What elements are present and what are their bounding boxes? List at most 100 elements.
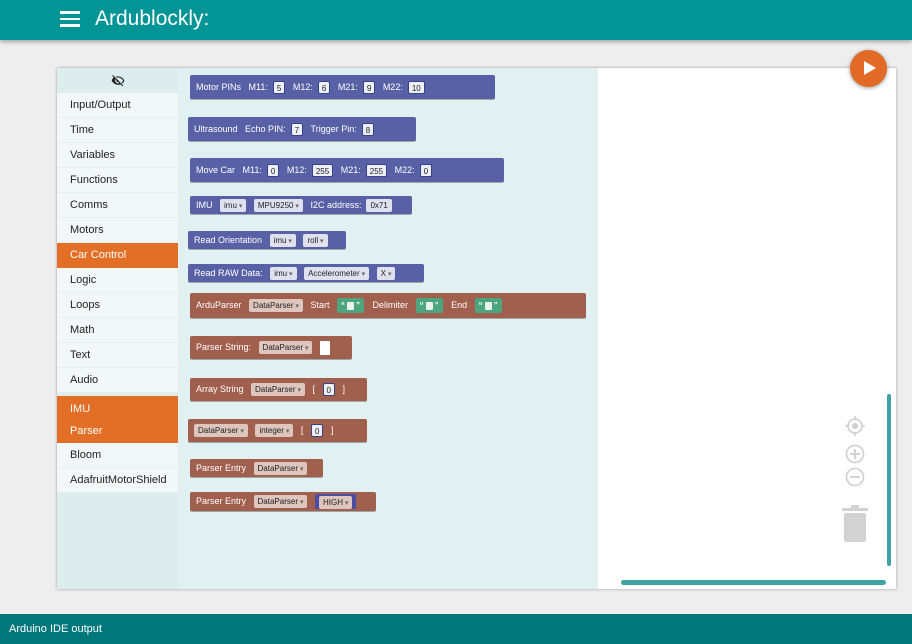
trash-icon[interactable]	[840, 505, 870, 543]
dropdown-field[interactable]: DataParser	[251, 383, 305, 397]
block-label: ArduParser	[196, 300, 242, 310]
dropdown-field[interactable]: DataParser	[253, 495, 308, 509]
dropdown-field[interactable]: X	[376, 267, 396, 281]
number-field[interactable]: 7	[290, 123, 304, 137]
block-label: Parser Entry	[196, 496, 247, 506]
number-field[interactable]: 0	[419, 164, 433, 178]
number-field[interactable]: 10	[407, 81, 425, 95]
number-field[interactable]: 255	[311, 164, 334, 178]
dropdown-field[interactable]: DataParser	[253, 462, 308, 476]
block-label: M21:	[340, 165, 361, 175]
toolbox-category[interactable]: Time	[57, 118, 178, 143]
number-field[interactable]: 9	[362, 81, 376, 95]
text-field[interactable]: 0x71	[366, 199, 392, 213]
number-field[interactable]: 255	[365, 164, 388, 178]
block-label: Move Car	[196, 165, 236, 175]
text-string-block[interactable]: “”	[474, 298, 502, 314]
block-label: Read RAW Data:	[194, 268, 263, 278]
zoom-in-icon[interactable]	[845, 444, 865, 464]
workspace-canvas[interactable]	[598, 68, 896, 589]
text-string-block[interactable]: “”	[337, 298, 365, 314]
block-label: Parser Entry	[196, 463, 247, 473]
toolbox-category[interactable]: Functions	[57, 168, 178, 193]
read-orientation-block[interactable]: Read Orientation imu roll	[188, 231, 346, 249]
parser-entry-block[interactable]: Parser Entry DataParser	[190, 459, 323, 477]
ide-output-bar[interactable]: Arduino IDE output	[0, 614, 912, 644]
toolbox-category[interactable]: Motors	[57, 218, 178, 243]
value-input-slot[interactable]	[320, 340, 330, 355]
number-field[interactable]: 0	[310, 424, 324, 438]
dropdown-field[interactable]: Accelerometer	[304, 267, 370, 281]
dropdown-field[interactable]: imu	[269, 234, 296, 248]
imu-block[interactable]: IMU imu MPU9250 I2C address:0x71	[190, 196, 412, 214]
block-label: Trigger Pin:	[310, 124, 357, 134]
toolbox-category[interactable]: Variables	[57, 143, 178, 168]
parser-entry-high-block[interactable]: Parser Entry DataParser HIGH	[190, 492, 376, 511]
eye-off-icon[interactable]	[111, 74, 125, 88]
parser-string-block[interactable]: Parser String: DataParser	[190, 336, 352, 359]
number-field[interactable]: 5	[272, 81, 286, 95]
block-label: [	[312, 384, 315, 394]
vertical-scrollbar[interactable]	[887, 394, 891, 566]
block-label: M12:	[286, 165, 307, 175]
dataparser-integer-block[interactable]: DataParser integer [ 0 ]	[188, 419, 367, 442]
toolbox-category[interactable]: Text	[57, 343, 178, 368]
block-label: Parser String:	[196, 342, 252, 352]
block-label: Read Orientation	[194, 235, 263, 245]
dropdown-field[interactable]: MPU9250	[253, 199, 303, 213]
dropdown-field[interactable]: DataParser	[249, 299, 303, 313]
toolbox-category[interactable]: Comms	[57, 193, 178, 218]
toolbox: Input/Output Time Variables Functions Co…	[57, 68, 178, 589]
toolbox-category[interactable]: Logic	[57, 268, 178, 293]
toolbox-category-active[interactable]: Parser	[57, 419, 178, 443]
block-label: Motor PINs	[196, 82, 242, 92]
dropdown-field[interactable]: HIGH	[318, 495, 353, 509]
number-field[interactable]: 0	[266, 164, 280, 178]
toolbox-category[interactable]: Math	[57, 318, 178, 343]
blockly-workspace[interactable]: Input/Output Time Variables Functions Co…	[57, 68, 896, 589]
arduparser-block[interactable]: ArduParser DataParser Start “” Delimiter…	[190, 293, 586, 318]
ultrasound-block[interactable]: Ultrasound Echo PIN: 7 Trigger Pin: 8	[188, 117, 416, 141]
block-label: ]	[330, 425, 334, 435]
block-label: End	[451, 300, 468, 310]
block-flyout: Motor PINs M11:5 M12:6 M21:9 M22:10 Ultr…	[178, 68, 598, 589]
toolbox-category[interactable]: Input/Output	[57, 93, 178, 118]
dropdown-field[interactable]: DataParser	[258, 341, 313, 355]
logic-value-block[interactable]: HIGH	[314, 494, 357, 510]
horizontal-scrollbar[interactable]	[621, 580, 886, 585]
dropdown-field[interactable]: imu	[270, 267, 297, 281]
menu-icon[interactable]	[60, 11, 80, 27]
read-raw-data-block[interactable]: Read RAW Data: imu Accelerometer X	[188, 264, 424, 282]
move-car-block[interactable]: Move Car M11:0 M12:255 M21:255 M22:0	[190, 158, 504, 182]
motor-pins-block[interactable]: Motor PINs M11:5 M12:6 M21:9 M22:10	[190, 75, 495, 99]
number-field[interactable]: 8	[361, 123, 375, 137]
toolbox-category[interactable]: AdafruitMotorShield	[57, 468, 178, 493]
block-label: Ultrasound	[194, 124, 238, 134]
run-button[interactable]	[850, 50, 887, 87]
block-label: M12:	[292, 82, 313, 92]
array-string-block[interactable]: Array String DataParser [ 0 ]	[190, 378, 367, 401]
toolbox-category[interactable]: Bloom	[57, 443, 178, 468]
toolbox-category-active[interactable]: Car Control	[57, 243, 178, 268]
zoom-out-icon[interactable]	[845, 467, 865, 487]
toolbox-category[interactable]: Loops	[57, 293, 178, 318]
dropdown-field[interactable]: roll	[303, 234, 328, 248]
block-label: M21:	[337, 82, 358, 92]
block-label: Echo PIN:	[245, 124, 286, 134]
block-label: Delimiter	[372, 300, 409, 310]
number-field[interactable]: 6	[317, 81, 331, 95]
block-label: ]	[342, 384, 345, 394]
toolbox-category[interactable]: Audio	[57, 368, 178, 393]
dropdown-field[interactable]: imu	[220, 199, 247, 213]
block-label: IMU	[196, 200, 213, 210]
dropdown-field[interactable]: integer	[255, 424, 294, 438]
block-label: M11:	[242, 165, 262, 175]
app-title: Ardublockly:	[95, 7, 210, 30]
block-label: Start	[310, 300, 330, 310]
toolbox-category-active[interactable]: IMU	[57, 396, 178, 419]
text-string-block[interactable]: “”	[415, 298, 443, 314]
dropdown-field[interactable]: DataParser	[194, 424, 248, 438]
recenter-icon[interactable]	[844, 415, 866, 437]
number-field[interactable]: 0	[322, 383, 335, 397]
block-label: M11:	[248, 82, 268, 92]
